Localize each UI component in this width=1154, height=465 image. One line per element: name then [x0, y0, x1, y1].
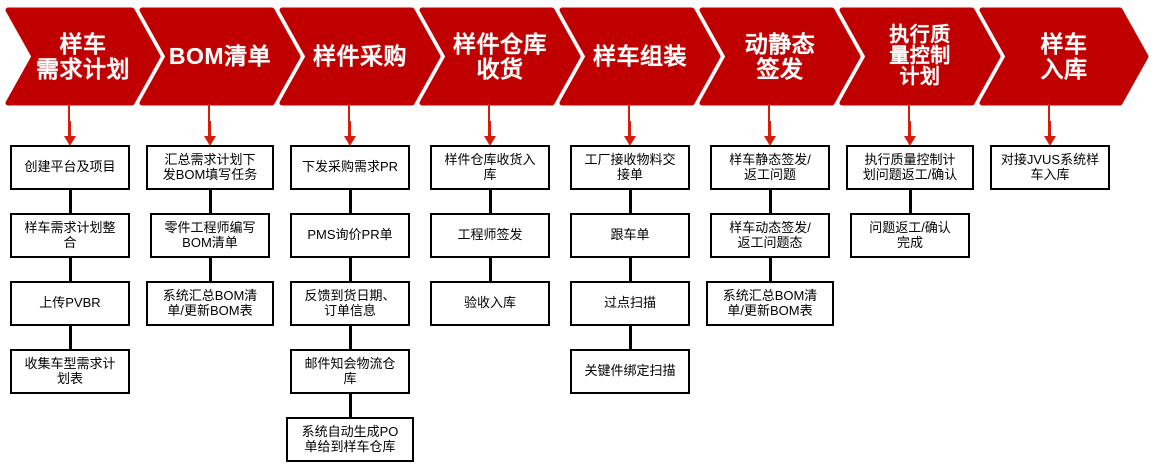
stage-entry-arrow [62, 121, 78, 147]
arrow-stem [1048, 121, 1051, 139]
process-node[interactable]: 样车动态签发/ 返工问题态 [710, 213, 830, 258]
process-node[interactable]: 上传PVBR [10, 281, 130, 326]
stage-chevron-8[interactable] [979, 7, 1149, 106]
node-connector [629, 258, 632, 281]
process-node[interactable]: 邮件知会物流仓 库 [290, 349, 410, 394]
process-node[interactable]: 收集车型需求计 划表 [10, 349, 130, 394]
stage-column-1: 创建平台及项目样车需求计划整 合上传PVBR 收集车型需求计 划表 [0, 0, 140, 465]
process-node[interactable]: 对接JVUS系统样 车入库 [990, 145, 1110, 190]
process-node[interactable]: 汇总需求计划下 发BOM填写任务 [146, 145, 274, 190]
stage-entry-arrow [482, 121, 498, 147]
stage-feed-line [1048, 104, 1050, 124]
arrow-head [1043, 136, 1056, 146]
node-connector [909, 190, 912, 213]
process-node[interactable]: 系统汇总BOM清 单/更新BOM表 [706, 281, 834, 326]
stage-entry-arrow [342, 121, 358, 147]
stage-entry-arrow [622, 121, 638, 147]
node-connector [69, 326, 72, 349]
stage-column-8: 对接JVUS系统样 车入库 [980, 0, 1120, 465]
stage-column-2: 汇总需求计划下 发BOM填写任务零件工程师编写 BOM清单系统汇总BOM清 单/… [140, 0, 280, 465]
process-node[interactable]: 样件仓库收货入 库 [430, 145, 550, 190]
stage-chevron-2[interactable] [139, 7, 301, 106]
stage-feed-line [68, 104, 70, 124]
arrow-head [623, 136, 636, 146]
arrow-head [483, 136, 496, 146]
node-connector [769, 258, 772, 281]
stage-entry-arrow [762, 121, 778, 147]
process-node[interactable]: 反馈到货日期、 订单信息 [290, 281, 410, 326]
arrow-head [903, 136, 916, 146]
stage-chevron-4[interactable] [419, 7, 581, 106]
process-node[interactable]: 系统汇总BOM清 单/更新BOM表 [146, 281, 274, 326]
stage-chevron-3[interactable] [279, 7, 441, 106]
stage-feed-line [488, 104, 490, 124]
process-node[interactable]: 跟车单 [570, 213, 690, 258]
stage-column-6: 样车静态签发/ 返工问题样车动态签发/ 返工问题态系统汇总BOM清 单/更新BO… [700, 0, 840, 465]
chevron-shapes [5, 7, 1149, 106]
process-node[interactable]: 样车静态签发/ 返工问题 [710, 145, 830, 190]
process-node[interactable]: 问题返工/确认 完成 [850, 213, 970, 258]
stage-feed-line [768, 104, 770, 124]
stage-feed-line [628, 104, 630, 124]
node-connector [209, 190, 212, 213]
node-connector [629, 190, 632, 213]
arrow-stem [348, 121, 351, 139]
stage-feed-line [348, 104, 350, 124]
node-connector [209, 258, 212, 281]
arrow-head [203, 136, 216, 146]
node-connector [349, 326, 352, 349]
node-connector [349, 394, 352, 417]
stage-chevron-5[interactable] [559, 7, 721, 106]
process-node[interactable]: 执行质量控制计 划问题返工/确认 [846, 145, 974, 190]
node-connector [69, 258, 72, 281]
arrow-stem [68, 121, 71, 139]
process-node[interactable]: 验收入库 [430, 281, 550, 326]
stage-column-7: 执行质量控制计 划问题返工/确认问题返工/确认 完成 [840, 0, 980, 465]
node-connector [489, 190, 492, 213]
stage-feed-line [908, 104, 910, 124]
process-node[interactable]: 工程师签发 [430, 213, 550, 258]
arrow-stem [488, 121, 491, 139]
process-node[interactable]: 系统自动生成PO 单给到样车仓库 [286, 417, 414, 462]
process-node[interactable]: 关键件绑定扫描 [570, 349, 690, 394]
arrow-head [63, 136, 76, 146]
process-node[interactable]: 过点扫描 [570, 281, 690, 326]
stage-column-5: 工厂接收物料交 接单跟车单过点扫描关键件绑定扫描 [560, 0, 700, 465]
process-node[interactable]: 创建平台及项目 [10, 145, 130, 190]
stage-entry-arrow [1042, 121, 1058, 147]
process-node[interactable]: 下发采购需求PR [290, 145, 410, 190]
arrow-stem [908, 121, 911, 139]
node-connector [69, 190, 72, 213]
node-connector [629, 326, 632, 349]
stage-chevron-7[interactable] [839, 7, 1001, 106]
node-connector [489, 258, 492, 281]
arrow-stem [768, 121, 771, 139]
node-connector [769, 190, 772, 213]
stage-feed-line [208, 104, 210, 124]
stage-column-4: 样件仓库收货入 库工程师签发验收入库 [420, 0, 560, 465]
stage-column-3: 下发采购需求PR PMS询价PR单反馈到货日期、 订单信息邮件知会物流仓 库系统自… [280, 0, 420, 465]
arrow-head [763, 136, 776, 146]
stage-entry-arrow [902, 121, 918, 147]
stage-chevron-1[interactable] [5, 7, 161, 106]
arrow-stem [208, 121, 211, 139]
stage-chevron-6[interactable] [699, 7, 861, 106]
process-node[interactable]: PMS询价PR单 [290, 213, 410, 258]
stage-entry-arrow [202, 121, 218, 147]
node-connector [349, 190, 352, 213]
node-connector [349, 258, 352, 281]
arrow-stem [628, 121, 631, 139]
process-node[interactable]: 样车需求计划整 合 [10, 213, 130, 258]
arrow-head [343, 136, 356, 146]
process-node[interactable]: 工厂接收物料交 接单 [570, 145, 690, 190]
process-node[interactable]: 零件工程师编写 BOM清单 [150, 213, 270, 258]
